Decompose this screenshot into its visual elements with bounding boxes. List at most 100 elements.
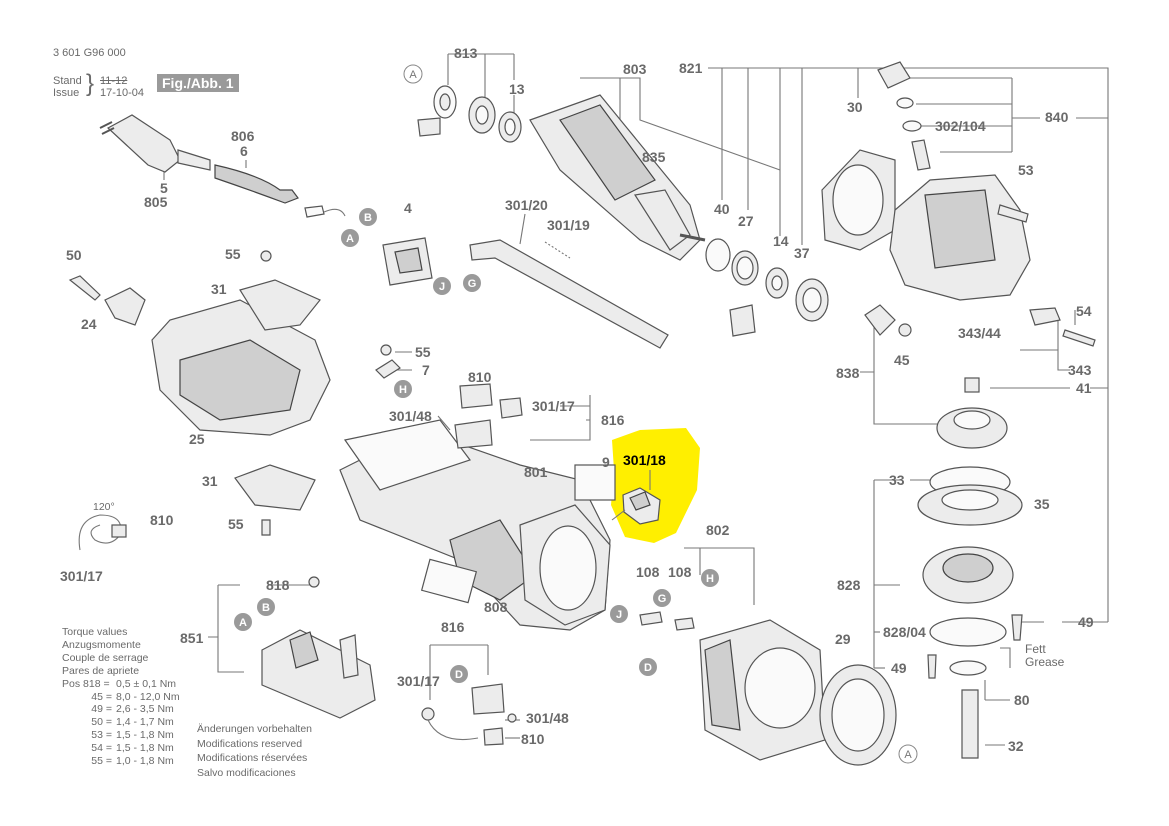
motor-housing [339, 419, 616, 631]
mod-fr: Modifications réservées [197, 752, 308, 764]
callout-markers: A B A J G H H G J D B A D A [234, 64, 918, 764]
label-24: 24 [81, 316, 97, 332]
label-810-mid: 810 [468, 369, 492, 385]
callout-a-base: A [234, 613, 252, 631]
label-810-left: 810 [150, 512, 174, 528]
label-838: 838 [836, 365, 860, 381]
svg-text:J: J [616, 609, 622, 621]
torque-row: Pos 818 =0,5 ± 0,1 Nm [62, 677, 177, 690]
svg-text:A: A [409, 69, 417, 81]
armature [529, 94, 706, 261]
doc-number: 3 601 G96 000 [53, 47, 126, 59]
label-49-right: 49 [1078, 614, 1094, 630]
torque-values: Torque values Anzugsmomente Couple de se… [62, 626, 180, 768]
stand-date: 11-12 [100, 75, 128, 87]
figure-label: Fig./Abb. 1 [157, 74, 239, 92]
svg-text:G: G [658, 593, 667, 605]
label-41: 41 [1076, 380, 1092, 396]
label-30: 30 [847, 99, 863, 115]
torque-row: 55 =1,0 - 1,8 Nm [91, 755, 174, 768]
label-33: 33 [889, 472, 905, 488]
label-302-104: 302/104 [935, 118, 986, 134]
label-851: 851 [180, 630, 204, 646]
torque-row: 50 =1,4 - 1,7 Nm [91, 716, 174, 729]
label-25: 25 [189, 431, 205, 447]
label-55-top: 55 [225, 246, 241, 262]
svg-text:B: B [262, 602, 270, 614]
mod-de: Änderungen vorbehalten [197, 723, 313, 735]
issue-date: 17-10-04 [100, 87, 145, 99]
label-45: 45 [894, 352, 910, 368]
brace: } [86, 70, 95, 97]
svg-text:D: D [644, 662, 652, 674]
svg-text:H: H [706, 573, 714, 585]
mod-es: Salvo modificaciones [197, 766, 296, 779]
callout-g-right: G [653, 589, 671, 607]
label-31-top: 31 [211, 281, 227, 297]
part-301-18 [611, 487, 661, 525]
callout-b-cord: B [359, 208, 377, 226]
brush-assembly-lower [421, 683, 517, 746]
callout-h-right: H [701, 569, 719, 587]
svg-text:A: A [239, 617, 247, 629]
svg-text:A: A [346, 233, 354, 245]
callout-h-mid: H [394, 380, 412, 398]
label-50: 50 [66, 247, 82, 263]
label-821: 821 [679, 60, 703, 76]
label-55-mid: 55 [415, 344, 431, 360]
label-343-44: 343/44 [958, 325, 1001, 341]
stator [639, 611, 826, 761]
stand-label: Stand [53, 75, 82, 87]
label-813: 813 [454, 45, 478, 61]
leader-lines [163, 53, 1109, 746]
handle-housing [68, 250, 331, 536]
label-9: 9 [602, 454, 610, 470]
torque-title-es: Pares de apriete [62, 664, 140, 677]
callout-j-right: J [610, 605, 628, 623]
label-301-48-mid: 301/48 [389, 408, 432, 424]
label-14: 14 [773, 233, 789, 249]
svg-text:H: H [399, 384, 407, 396]
label-801: 801 [524, 464, 548, 480]
label-805: 805 [144, 194, 168, 210]
callout-b-base: B [257, 598, 275, 616]
torque-title-fr: Couple de serrage [62, 651, 149, 664]
label-31-bottom: 31 [202, 473, 218, 489]
label-301-18: 301/18 [623, 452, 666, 468]
torque-title-en: Torque values [62, 626, 128, 638]
label-818: 818 [266, 577, 290, 593]
label-301-17-left: 301/17 [60, 568, 103, 584]
label-80: 80 [1014, 692, 1030, 708]
label-810-lower: 810 [521, 731, 545, 747]
mod-en: Modifications reserved [197, 737, 303, 750]
label-806: 806 [231, 128, 255, 144]
bearings-top [417, 85, 522, 143]
svg-text:D: D [455, 669, 463, 681]
label-120-degrees: 120° [93, 501, 115, 513]
gear-set [864, 304, 1096, 449]
label-808: 808 [484, 599, 508, 615]
callout-a-outline-top: A [403, 64, 423, 84]
brush-assembly-upper [375, 344, 523, 449]
power-cord [99, 114, 346, 218]
label-816-lower: 816 [441, 619, 465, 635]
torque-title-de: Anzugsmomente [62, 638, 141, 651]
label-49-lower: 49 [891, 660, 907, 676]
end-cap [819, 664, 897, 766]
label-301-19: 301/19 [547, 217, 590, 233]
label-108-a: 108 [636, 564, 660, 580]
switch-4 [382, 237, 433, 286]
modifications-note: Änderungen vorbehalten Modifications res… [197, 722, 312, 780]
label-35: 35 [1034, 496, 1050, 512]
label-835: 835 [642, 149, 666, 165]
callout-d-right: D [639, 658, 657, 676]
svg-text:G: G [468, 278, 477, 290]
label-40: 40 [714, 201, 730, 217]
label-27: 27 [738, 213, 754, 229]
spring-left [78, 514, 127, 551]
label-802: 802 [706, 522, 730, 538]
torque-row: 45 =8,0 - 12,0 Nm [91, 690, 180, 703]
label-108-b: 108 [668, 564, 692, 580]
svg-text:B: B [364, 212, 372, 224]
callout-j-switch: J [433, 277, 451, 295]
